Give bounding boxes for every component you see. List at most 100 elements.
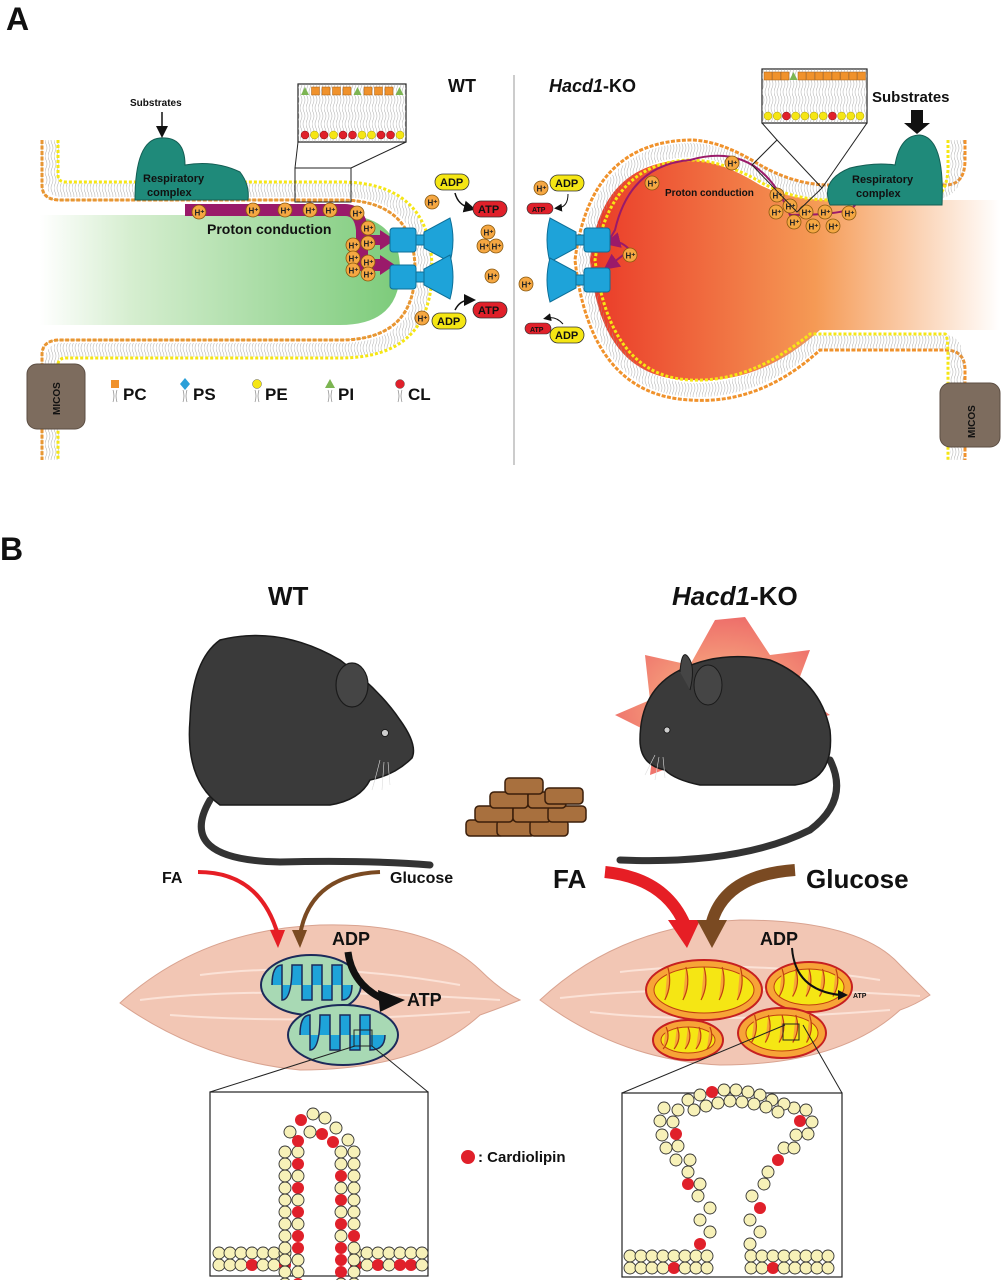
lipid-bead — [360, 1246, 374, 1260]
proton-ion: H⁺ — [349, 205, 365, 221]
pc-head — [772, 71, 781, 81]
svg-text:H⁺: H⁺ — [428, 199, 438, 208]
svg-text:H⁺: H⁺ — [349, 255, 359, 264]
pc-head — [311, 86, 320, 96]
ko-title-a: Hacd1-KO — [549, 76, 636, 96]
ko-mitochondrion-2 — [765, 961, 853, 1013]
lipid-bead — [787, 1141, 801, 1155]
lipid-bead — [689, 1261, 703, 1275]
pe-head — [800, 111, 810, 121]
lipid-bead — [681, 1093, 695, 1107]
svg-text:ATP: ATP — [532, 207, 546, 214]
proton-ion: H⁺ — [622, 247, 638, 263]
lipid-tail-icon — [327, 389, 333, 403]
ko-atp-synthases — [546, 217, 611, 303]
legend-label: PC — [123, 385, 147, 404]
cardiolipin-bead — [335, 1242, 347, 1254]
cardiolipin-bead — [327, 1136, 339, 1148]
lipid-tail-icon — [112, 389, 118, 403]
pc-head — [332, 86, 341, 96]
svg-text:H⁺: H⁺ — [281, 207, 291, 216]
food-pellet — [544, 787, 584, 805]
pe-head — [846, 111, 856, 121]
cl-head — [828, 111, 837, 121]
lipid-bead — [777, 1261, 791, 1275]
svg-text:H⁺: H⁺ — [364, 225, 374, 234]
ko-zoom-box — [782, 1023, 800, 1041]
lipid-bead — [283, 1125, 297, 1139]
proton-ion: H⁺ — [302, 202, 318, 218]
lipid-bead — [659, 1141, 673, 1155]
cl-head — [300, 130, 310, 140]
lipid-bead — [347, 1205, 361, 1219]
svg-text:H⁺: H⁺ — [522, 281, 532, 290]
cardiolipin-bead — [292, 1242, 304, 1254]
cardiolipin-bead — [292, 1182, 304, 1194]
lipid-bead — [703, 1225, 717, 1239]
proton-ion: H⁺ — [805, 218, 821, 234]
wt-title-b: WT — [268, 581, 309, 611]
legend-item-pe: PE — [252, 379, 288, 404]
atp-synthase — [389, 254, 454, 300]
pe-head — [395, 130, 405, 140]
svg-text:H⁺: H⁺ — [786, 203, 796, 212]
lipid-bead — [318, 1111, 332, 1125]
proton-ion: H⁺ — [360, 220, 376, 236]
proton-ion: H⁺ — [360, 254, 376, 270]
cl-head — [319, 130, 329, 140]
lipid-bead — [788, 1261, 802, 1275]
svg-text:H⁺: H⁺ — [728, 160, 738, 169]
lipid-bead — [741, 1085, 755, 1099]
lipid-bead — [623, 1261, 637, 1275]
lipid-bead — [667, 1249, 681, 1263]
lipid-bead — [347, 1169, 361, 1183]
pe-head — [809, 111, 819, 121]
lipid-bead — [717, 1083, 731, 1097]
panel-a-label: A — [6, 1, 29, 37]
lipid-bead — [278, 1205, 292, 1219]
svg-text:ADP: ADP — [440, 177, 463, 189]
lipid-bead — [703, 1201, 717, 1215]
svg-text:H⁺: H⁺ — [821, 209, 831, 218]
lipid-tail-icon — [254, 389, 260, 403]
pe-head — [837, 111, 846, 121]
lipid-bead — [729, 1083, 743, 1097]
cardiolipin-bead — [335, 1218, 347, 1230]
lipid-tail-icon — [397, 389, 403, 403]
lipid-bead — [735, 1095, 749, 1109]
svg-text:MICOS: MICOS — [967, 405, 978, 438]
lipid-bead — [747, 1097, 761, 1111]
lipid-bead — [693, 1088, 707, 1102]
lipid-bead — [278, 1145, 292, 1159]
cardiolipin-bead — [295, 1114, 307, 1126]
proton-ion: H⁺ — [533, 180, 549, 196]
lipid-bead — [821, 1249, 835, 1263]
lipid-bead — [744, 1261, 758, 1275]
cardiolipin-bead — [335, 1266, 347, 1278]
proton-ion: H⁺ — [360, 235, 376, 251]
legend-label: PI — [338, 385, 354, 404]
svg-text:ATP: ATP — [478, 305, 499, 317]
pc-head — [857, 71, 866, 81]
lipid-bead — [334, 1181, 348, 1195]
lipid-bead — [755, 1249, 769, 1263]
wt-respiratory-complex: Respiratory complex — [134, 137, 249, 201]
lipid-bead — [693, 1177, 707, 1191]
svg-text:H⁺: H⁺ — [648, 180, 658, 189]
svg-text:ATP: ATP — [478, 204, 499, 216]
pc-head — [823, 71, 832, 81]
svg-text:H⁺: H⁺ — [195, 209, 205, 218]
pe-head — [791, 111, 800, 121]
lipid-bead — [693, 1213, 707, 1227]
pc-head — [342, 86, 352, 96]
wt-adp-label: ADP — [332, 929, 370, 949]
ko-mouse — [615, 617, 841, 865]
lipid-bead — [645, 1261, 659, 1275]
svg-text:H⁺: H⁺ — [488, 273, 498, 282]
lipid-bead — [245, 1246, 259, 1260]
svg-text:Respiratory: Respiratory — [852, 174, 914, 186]
proton-ion: H⁺ — [424, 194, 440, 210]
cl-head — [782, 111, 791, 121]
ko-adp-atp-bottom: ADP ATP — [524, 313, 585, 344]
